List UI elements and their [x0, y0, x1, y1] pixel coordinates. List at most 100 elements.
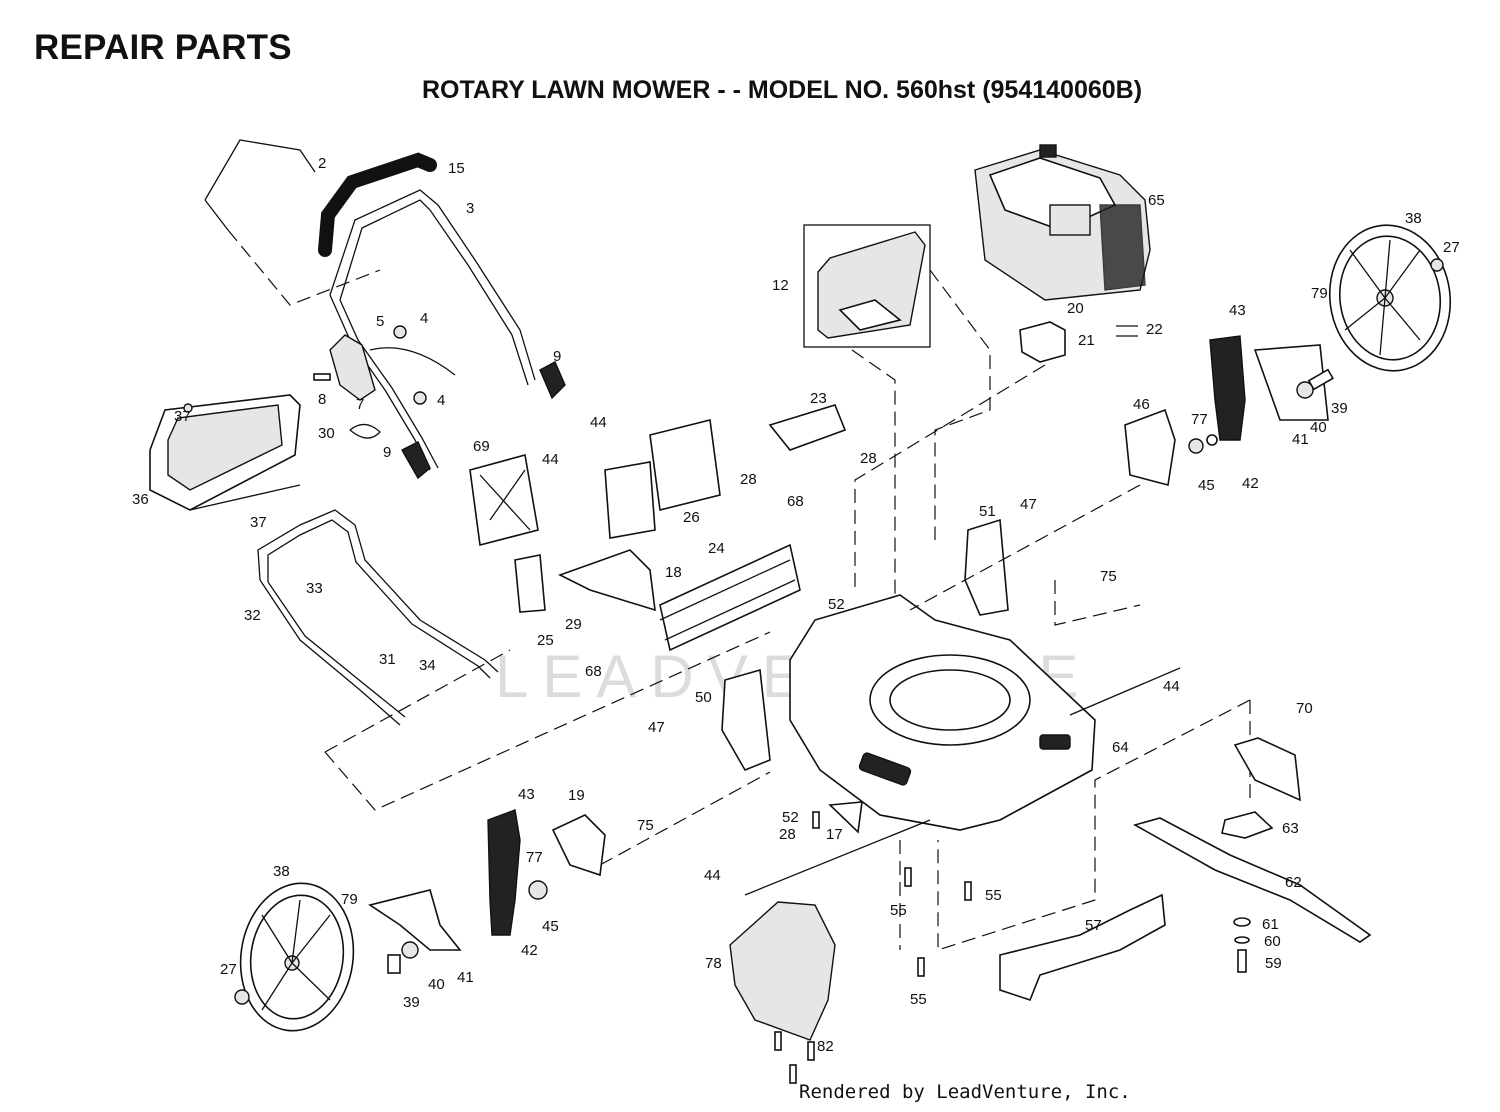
part-2-dash — [227, 229, 381, 306]
model-subtitle: ROTARY LAWN MOWER - - MODEL NO. 560hst (… — [422, 76, 1143, 104]
callout-18: 18 — [665, 564, 682, 581]
callout-4b: 4 — [437, 392, 445, 409]
callout-28a: 28 — [740, 471, 757, 488]
mid-controls-group — [469, 404, 847, 652]
callout-78: 78 — [705, 955, 722, 972]
callout-44a: 44 — [590, 414, 607, 431]
callout-44d: 44 — [704, 867, 721, 884]
callout-75a: 75 — [1100, 568, 1117, 585]
page-title: REPAIR PARTS — [34, 28, 292, 67]
callout-27a: 27 — [1443, 239, 1460, 256]
callout-38b: 38 — [273, 863, 290, 880]
callout-29: 29 — [565, 616, 582, 633]
part-26-plate — [649, 419, 721, 511]
callout-3: 3 — [466, 200, 474, 217]
rendered-by-credit: Rendered by LeadVenture, Inc. — [799, 1081, 1131, 1103]
left-wheel-group — [234, 809, 606, 1032]
callout-37a: 37 — [174, 408, 191, 425]
callout-43a: 43 — [1229, 302, 1246, 319]
callout-31: 31 — [379, 651, 396, 668]
callout-39a: 39 — [1331, 400, 1348, 417]
callout-17: 17 — [826, 826, 843, 843]
callout-21: 21 — [1078, 332, 1095, 349]
part-29-chute — [557, 549, 656, 612]
callout-9a: 9 — [553, 348, 561, 365]
right-wheel-group — [1124, 224, 1452, 486]
callout-25: 25 — [537, 632, 554, 649]
callout-77b: 77 — [526, 849, 543, 866]
callout-55a: 55 — [890, 902, 907, 919]
callout-68a: 68 — [787, 493, 804, 510]
callout-41b: 41 — [457, 969, 474, 986]
hardware — [744, 667, 1181, 1084]
part-63-adapter — [1221, 811, 1274, 839]
callout-42a: 42 — [1242, 475, 1259, 492]
callout-22: 22 — [1146, 321, 1163, 338]
callout-62: 62 — [1285, 874, 1302, 891]
callout-8: 8 — [318, 391, 326, 408]
part-2-shape — [204, 139, 316, 231]
callout-47a: 47 — [1020, 496, 1037, 513]
callout-7: 7 — [356, 396, 364, 413]
part-4-nut-2 — [413, 391, 427, 405]
callout-41a: 41 — [1292, 431, 1309, 448]
part-50-plate — [721, 668, 771, 772]
callout-47b: 47 — [648, 719, 665, 736]
callout-2: 2 — [318, 155, 326, 172]
callout-70: 70 — [1296, 700, 1313, 717]
callout-55b: 55 — [985, 887, 1002, 904]
cable — [369, 347, 456, 376]
callout-64: 64 — [1112, 739, 1129, 756]
callout-26: 26 — [683, 509, 700, 526]
callout-44c: 44 — [1163, 678, 1180, 695]
callout-24: 24 — [708, 540, 725, 557]
callout-57: 57 — [1085, 917, 1102, 934]
callout-15: 15 — [448, 160, 465, 177]
callout-38a: 38 — [1405, 210, 1422, 227]
callout-52a: 52 — [828, 596, 845, 613]
part-4-nut — [393, 325, 407, 339]
callout-79b: 79 — [341, 891, 358, 908]
callout-39b: 39 — [403, 994, 420, 1011]
callout-labels: 2 15 3 5 4 9 8 7 4 37 30 9 36 37 44 44 6… — [132, 155, 1460, 1055]
axle-plates — [721, 518, 1009, 772]
callout-69: 69 — [473, 438, 490, 455]
part-17-plug — [828, 801, 863, 834]
callout-77a: 77 — [1191, 411, 1208, 428]
part-19-bracket — [551, 814, 606, 877]
part-36-frame — [149, 394, 301, 511]
part-70-fan — [1233, 737, 1301, 802]
part-25-bracket — [514, 554, 546, 613]
part-7-bracket — [329, 334, 376, 401]
part-46-bracket — [1124, 408, 1176, 486]
callout-52b: 52 — [782, 809, 799, 826]
callout-42b: 42 — [521, 942, 538, 959]
part-32-lower-handle — [257, 509, 771, 811]
callout-9b: 9 — [383, 444, 391, 461]
upper-handle-group — [204, 139, 566, 480]
part-3-handle — [329, 189, 536, 386]
part-24-flap — [659, 543, 801, 652]
callout-36: 36 — [132, 491, 149, 508]
part-51-plate — [964, 518, 1009, 616]
callout-82: 82 — [817, 1038, 834, 1055]
callout-75b: 75 — [637, 817, 654, 834]
callout-23: 23 — [810, 390, 827, 407]
callout-12: 12 — [772, 277, 789, 294]
callout-55c: 55 — [910, 991, 927, 1008]
callout-32: 32 — [244, 607, 261, 624]
callout-33: 33 — [306, 580, 323, 597]
part-15-grip — [318, 152, 437, 257]
part-26-bracket — [604, 461, 656, 539]
callout-61: 61 — [1262, 916, 1279, 933]
callout-59: 59 — [1265, 955, 1282, 972]
callout-30: 30 — [318, 425, 335, 442]
part-65-engine — [974, 144, 1151, 363]
callout-65: 65 — [1148, 192, 1165, 209]
callout-45b: 45 — [542, 918, 559, 935]
callout-37b: 37 — [250, 514, 267, 531]
callout-4a: 4 — [420, 310, 428, 327]
callout-63: 63 — [1282, 820, 1299, 837]
assembly-lines — [599, 269, 1251, 951]
